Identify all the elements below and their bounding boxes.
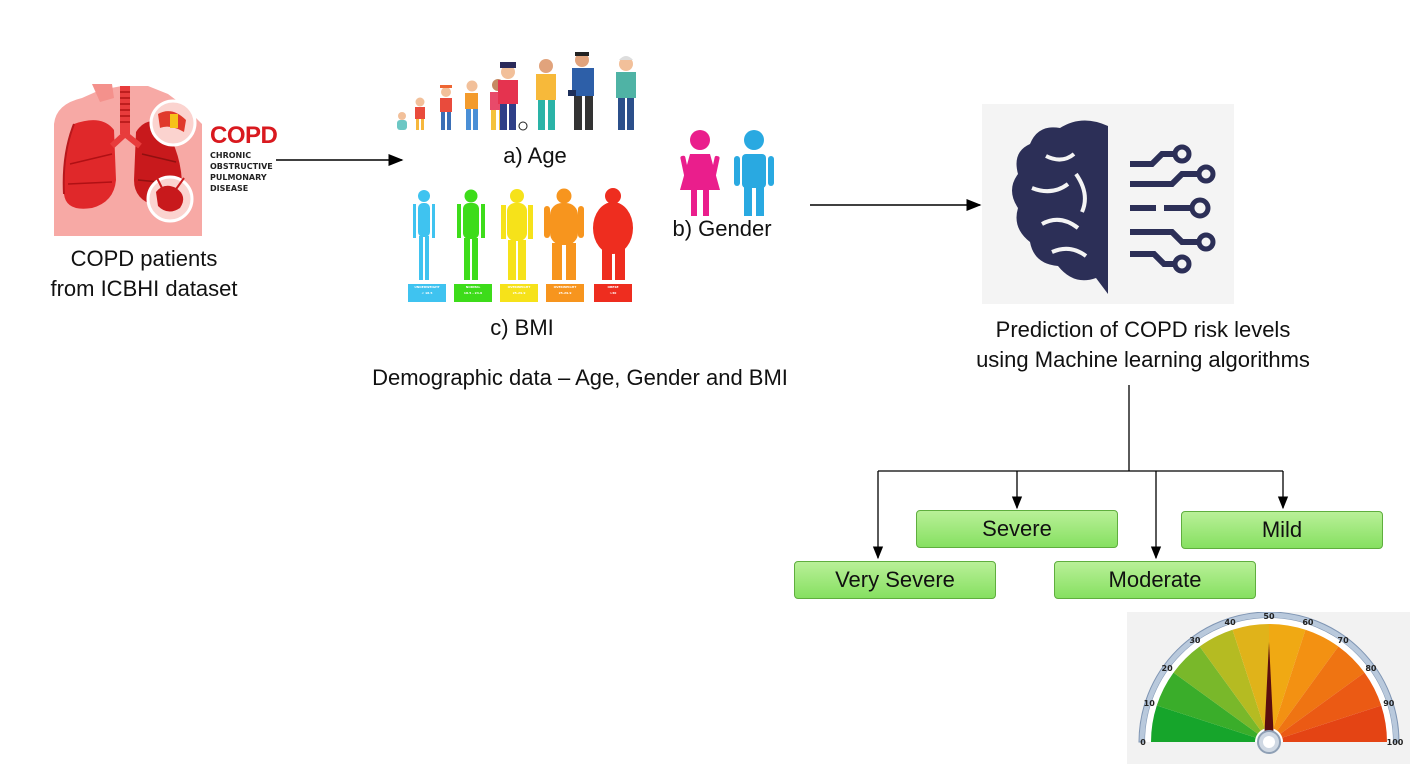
gauge-tick-label: 100 (1387, 738, 1404, 747)
prediction-caption-line2: using Machine learning algorithms (976, 347, 1310, 372)
gender-label: b) Gender (672, 216, 772, 241)
copd-illustration: COPD CHRONIC OBSTRUCTIVE PULMONARY DISEA… (52, 84, 278, 236)
gauge-tick-label: 80 (1365, 664, 1377, 673)
age-progression-icon (397, 52, 636, 131)
gauge-tick-label: 70 (1338, 636, 1350, 645)
gauge-dial: 0 10 20 30 40 50 60 70 80 90 100 (1138, 611, 1404, 754)
gauge-segment (1282, 705, 1387, 742)
risk-level-very-severe: Very Severe (794, 561, 996, 599)
age-label: a) Age (503, 143, 567, 168)
gauge-tick-label: 90 (1383, 699, 1395, 708)
gauge-tick-label: 20 (1162, 664, 1174, 673)
gauge-segment (1277, 646, 1365, 734)
gauge-segment (1269, 624, 1306, 729)
gauge-segment (1232, 624, 1269, 729)
risk-level-moderate: Moderate (1054, 561, 1256, 599)
gender-icon (680, 130, 774, 216)
risk-level-mild: Mild (1181, 511, 1383, 549)
gauge-tick-label: 30 (1189, 636, 1201, 645)
gauge-segment (1156, 672, 1258, 738)
female-icon (690, 130, 710, 150)
gauge-tick-label: 10 (1144, 699, 1156, 708)
lungs-icon (54, 84, 202, 236)
gauge-segment (1151, 705, 1256, 742)
gauge-segment (1199, 629, 1265, 731)
prediction-caption-line1: Prediction of COPD risk levels (995, 317, 1291, 342)
copd-logo-subtitle: CHRONIC OBSTRUCTIVE PULMONARY DISEASE (210, 151, 273, 193)
copd-caption: COPD patients from ICBHI dataset (24, 244, 264, 304)
risk-level-severe: Severe (916, 510, 1118, 548)
copd-logo: COPD (210, 122, 278, 149)
demographics-caption: Demographic data – Age, Gender and BMI (372, 365, 788, 390)
gauge-needle (1264, 642, 1274, 742)
male-icon (744, 130, 764, 150)
gauge-segment (1273, 629, 1339, 731)
gauge-tick-label: 50 (1263, 612, 1275, 621)
copd-caption-line2: from ICBHI dataset (50, 276, 238, 301)
ml-brain-panel (982, 104, 1234, 304)
gauge-tick-label: 40 (1225, 618, 1237, 627)
bmi-label: c) BMI (490, 315, 554, 340)
gauge-segment (1280, 672, 1382, 738)
risk-gauge: 0 10 20 30 40 50 60 70 80 90 100 (1127, 611, 1410, 764)
gauge-tick-label: 0 (1140, 738, 1146, 747)
bmi-category-obese: OBESE>30 (594, 284, 632, 302)
copd-caption-line1: COPD patients (70, 246, 218, 271)
gauge-segment (1173, 646, 1261, 734)
brain-circuit-icon (1012, 120, 1216, 294)
gauge-tick-label: 60 (1302, 618, 1314, 627)
bmi-category-underweight: UNDERWEIGHT< 18.5 (408, 284, 446, 302)
body-shapes-icon (413, 188, 633, 280)
prediction-caption: Prediction of COPD risk levels using Mac… (930, 315, 1356, 375)
